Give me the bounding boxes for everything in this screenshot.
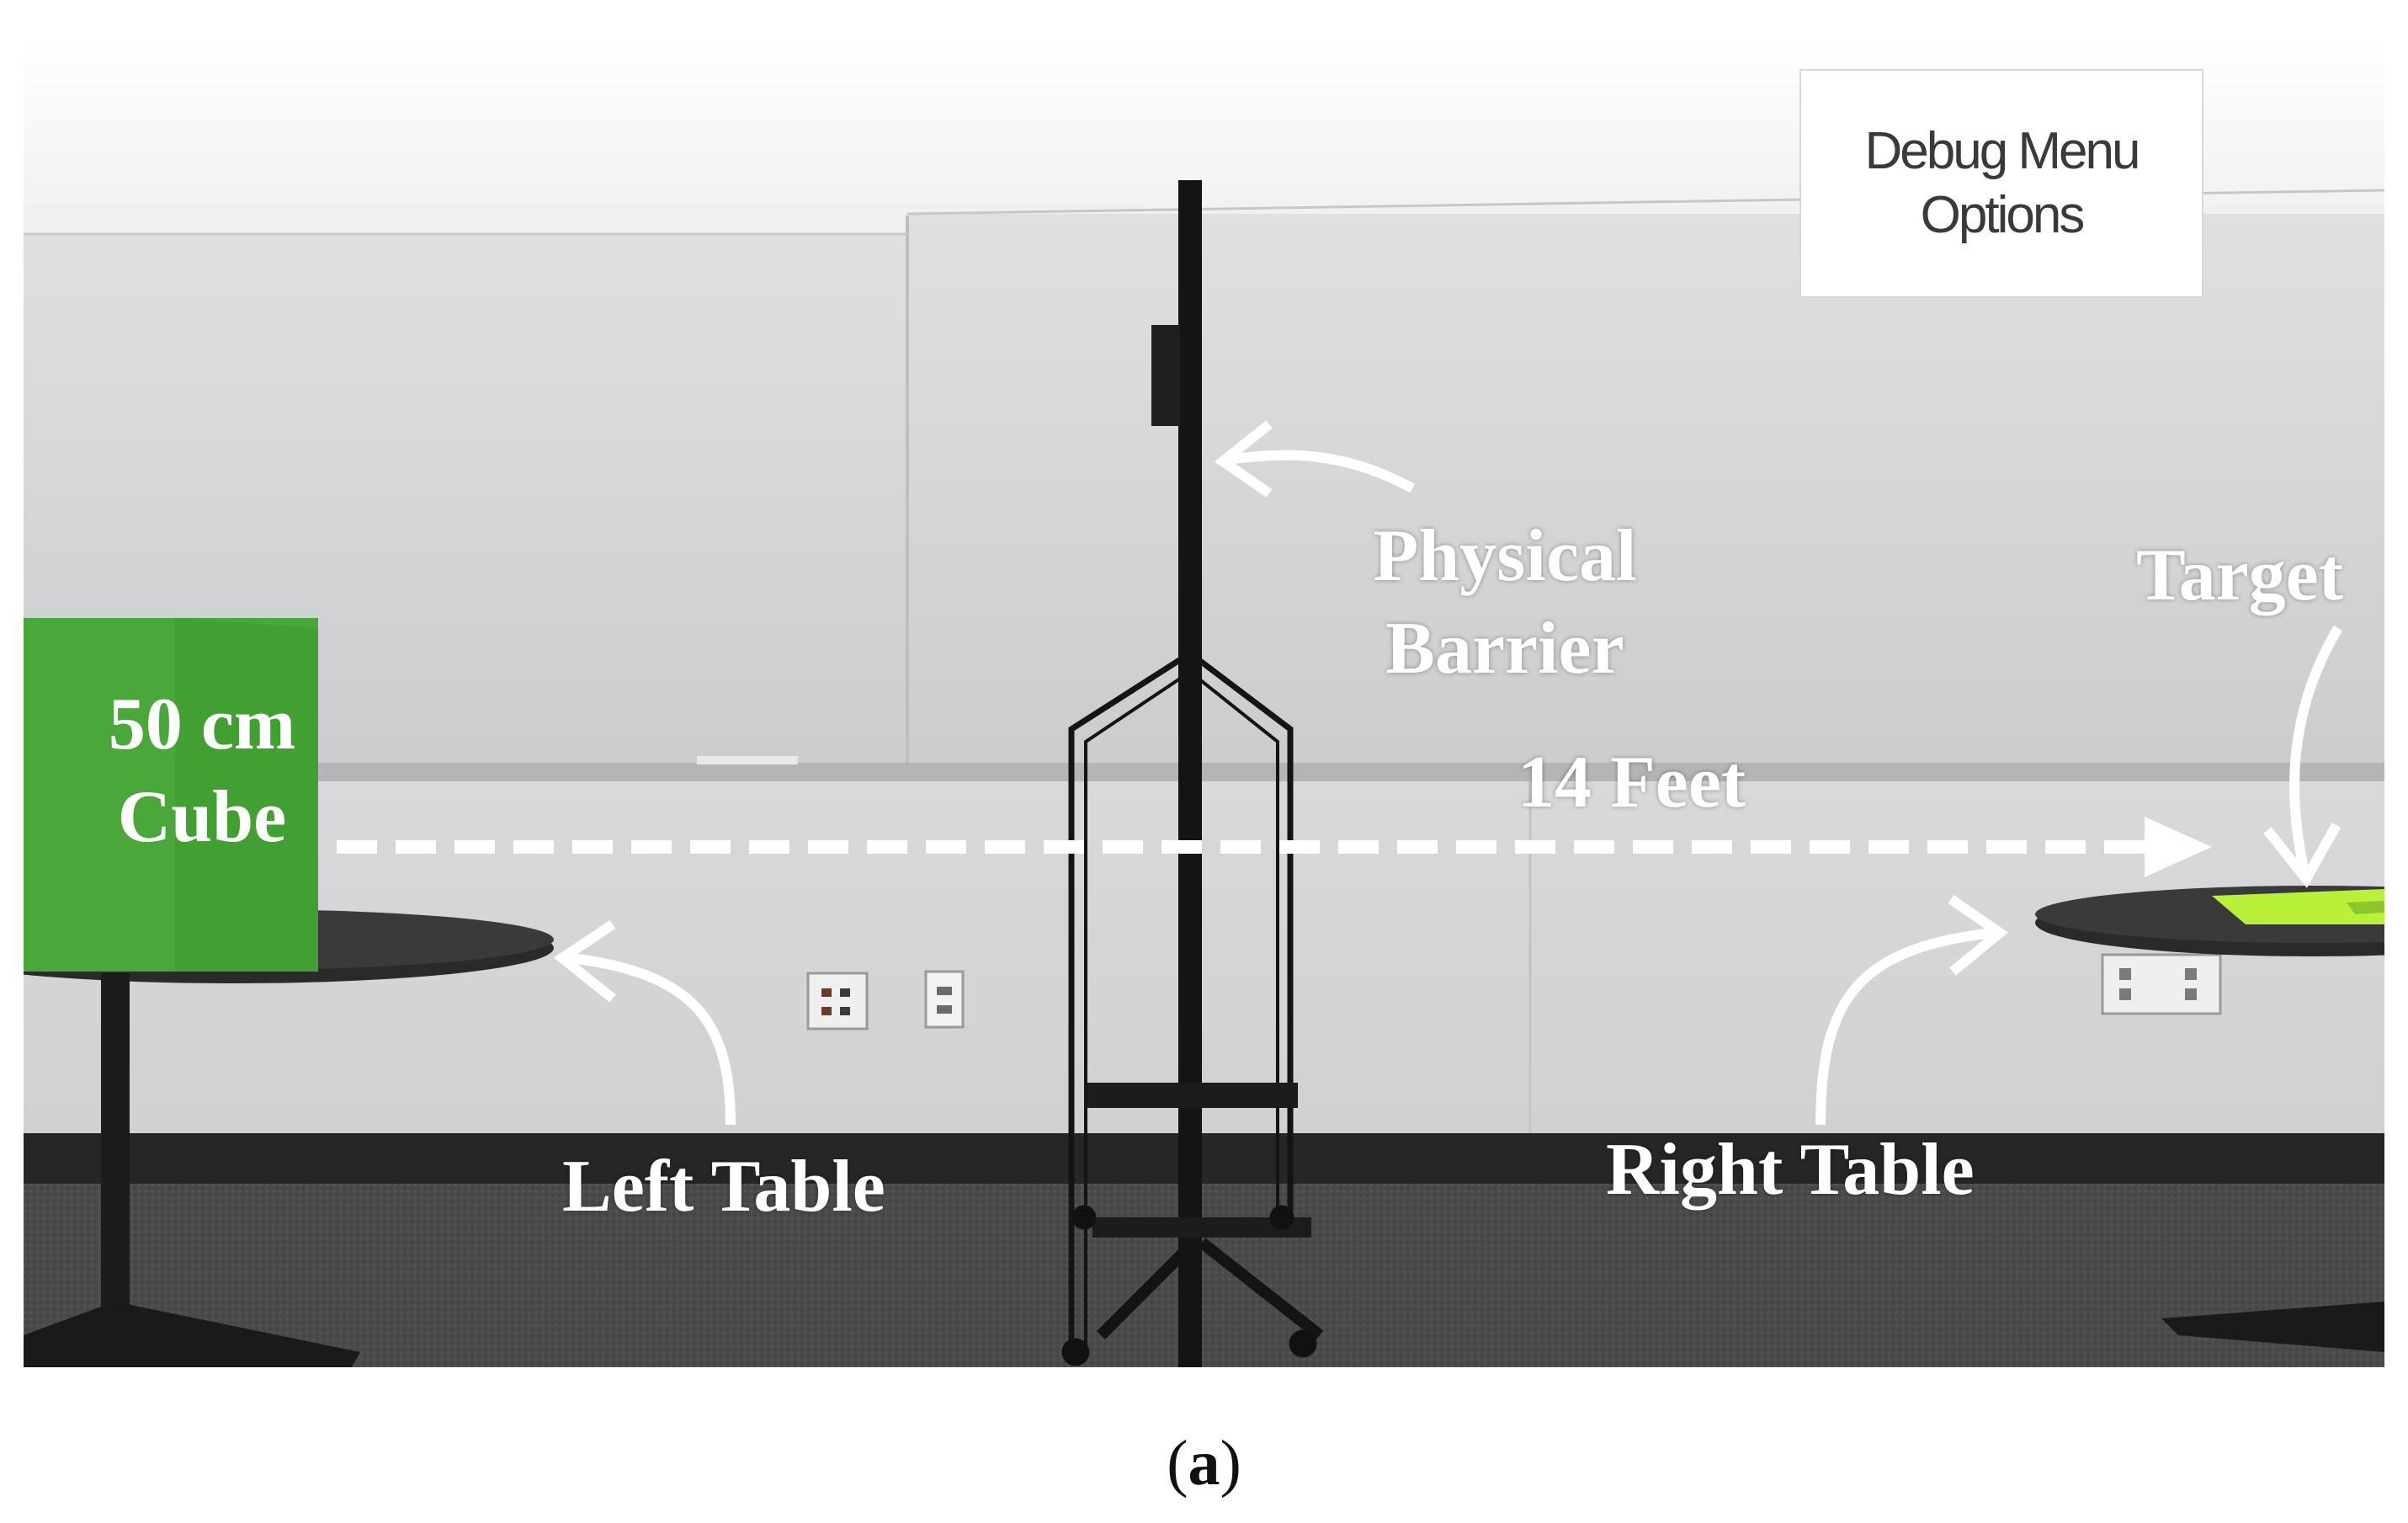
barrier-label: Physical Barrier — [1328, 510, 1682, 695]
right-table-arrow — [1815, 928, 1994, 1126]
left-table-arrow — [570, 953, 736, 1126]
target-label: Target — [2136, 535, 2344, 616]
target-arrow — [2289, 625, 2343, 874]
carpet — [24, 1184, 2384, 1367]
caption-open-paren: ( — [1167, 1428, 1188, 1499]
cube-label: 50 cm Cube — [76, 679, 328, 864]
baseboard — [24, 1133, 2384, 1184]
barrier-label-line-2: Barrier — [1385, 608, 1624, 690]
debug-menu-line-2: Options — [1920, 186, 2086, 244]
distance-label: 14 Feet — [1518, 742, 1746, 823]
right-table-label: Right Table — [1606, 1129, 1975, 1211]
wall-outlet — [2101, 953, 2222, 1015]
marker-tray — [24, 763, 2384, 781]
whiteboard-right — [907, 214, 2384, 781]
cube-label-line-1: 50 cm — [108, 684, 296, 765]
barrier-label-line-1: Physical — [1373, 515, 1637, 597]
lower-wall — [24, 781, 2384, 1184]
caption-letter: a — [1188, 1428, 1220, 1499]
caption-close-paren: ) — [1220, 1428, 1241, 1499]
cube-label-line-2: Cube — [117, 776, 287, 858]
barrier-arrow — [1226, 450, 1415, 493]
wall-outlet — [924, 970, 965, 1029]
target-pad — [2212, 889, 2384, 924]
debug-menu-button[interactable]: Debug Menu Options — [1799, 69, 2203, 298]
debug-menu-line-1: Debug Menu — [1864, 122, 2140, 180]
figure-caption: (a) — [0, 1427, 2408, 1500]
physical-barrier — [1061, 180, 1324, 1367]
wall-outlet — [806, 972, 869, 1030]
figure-photo: 50 cm Cube Physical Barrier Target 14 Fe… — [24, 39, 2384, 1367]
left-table-stem — [101, 973, 130, 1310]
left-table-label: Left Table — [562, 1146, 885, 1227]
